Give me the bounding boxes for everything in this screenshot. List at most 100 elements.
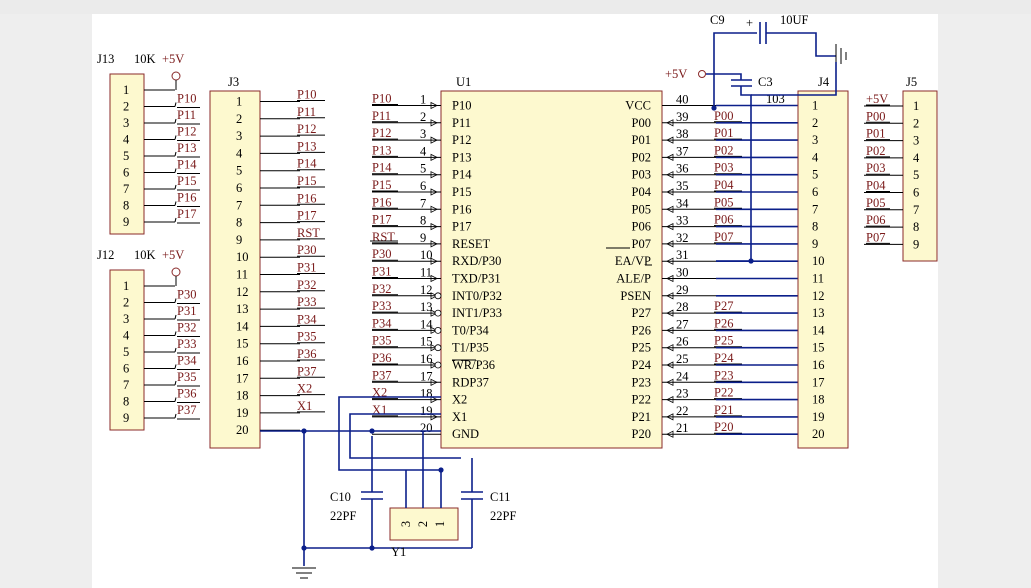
net-label: RST <box>372 230 395 244</box>
io-arrow <box>666 136 674 144</box>
left-pin-number: 1 <box>420 93 426 107</box>
pin-number: 8 <box>236 216 242 230</box>
left-pin-number: 15 <box>420 335 433 349</box>
right-pin-number: 39 <box>676 110 689 124</box>
net-label: P30 <box>177 288 196 302</box>
cap-value: 10UF <box>780 14 809 27</box>
io-arrow <box>666 257 674 265</box>
pin-number: 12 <box>812 289 825 303</box>
net-label: P34 <box>297 312 317 326</box>
pin-number: 6 <box>123 166 129 180</box>
input-arrow <box>430 326 438 335</box>
net-label: P05 <box>714 195 733 209</box>
io-arrow <box>666 361 674 369</box>
cap-value: 22PF <box>330 509 356 523</box>
right-pin-name: P01 <box>632 133 651 147</box>
right-pin-name: P02 <box>632 150 651 164</box>
input-arrow <box>430 309 438 317</box>
supply-pin <box>171 71 181 81</box>
pin-number: 18 <box>812 393 825 407</box>
pin-number: 19 <box>236 406 249 420</box>
right-pin-name: P00 <box>632 116 651 130</box>
net-label: P25 <box>714 334 733 348</box>
resistor-lead <box>174 102 177 107</box>
io-arrow <box>666 395 674 404</box>
net-label: P27 <box>714 299 733 313</box>
net-label: P01 <box>866 127 885 141</box>
right-pin-name: P24 <box>632 358 652 372</box>
cap-ref: C11 <box>490 490 510 504</box>
right-pin-number: 27 <box>676 317 689 331</box>
resistor-lead <box>174 217 177 223</box>
cap-value: 22PF <box>490 509 516 523</box>
pin-number: 13 <box>812 306 825 320</box>
input-arrow <box>430 274 438 283</box>
left-pin-number: 4 <box>420 144 427 158</box>
resistor-lead <box>174 413 177 419</box>
net-label: P16 <box>372 195 391 209</box>
left-pin-number: 8 <box>420 214 426 228</box>
right-pin-name: P03 <box>632 168 651 182</box>
pin-number: 3 <box>812 133 818 147</box>
io-arrow <box>666 205 674 213</box>
right-pin-name: P05 <box>632 202 651 216</box>
pin-number: 11 <box>812 272 824 286</box>
net-label: +5V <box>866 92 888 106</box>
left-pin-number: 16 <box>420 352 433 366</box>
net-label: P04 <box>866 179 886 193</box>
net-label: P16 <box>177 191 196 205</box>
net-label: P35 <box>372 334 391 348</box>
pin-number: 10 <box>236 250 249 264</box>
net-label: P02 <box>866 144 885 158</box>
inversion-bubble <box>434 344 442 352</box>
right-pin-name: PSEN <box>620 289 651 303</box>
resistor-value: 10K <box>134 248 156 262</box>
net-label: P17 <box>177 207 196 221</box>
net-label: P01 <box>714 126 733 140</box>
net-label: P07 <box>866 230 885 244</box>
right-pin-number: 25 <box>676 352 689 366</box>
io-arrow <box>666 413 674 421</box>
crystal-pin-number: 2 <box>416 521 430 527</box>
right-pin-name: P23 <box>632 375 651 389</box>
left-pin-name: P10 <box>452 99 471 113</box>
net-label: X2 <box>372 386 387 400</box>
pin-number: 6 <box>812 185 818 199</box>
input-arrow <box>430 344 438 352</box>
inversion-bubble <box>434 361 442 369</box>
net-label: P36 <box>297 347 316 361</box>
pin-number: 3 <box>123 116 129 130</box>
pin-number: 18 <box>236 389 249 403</box>
resistor-lead <box>174 151 177 157</box>
net-label: P12 <box>297 122 316 136</box>
pin-number: 3 <box>123 312 129 326</box>
left-pin-name: T0/P34 <box>452 323 490 337</box>
net-label: P34 <box>372 316 392 330</box>
net-label: P10 <box>177 92 196 106</box>
left-pin-number: 5 <box>420 162 426 176</box>
net-label: P13 <box>177 141 196 155</box>
io-arrow <box>666 309 674 317</box>
input-arrow <box>430 205 438 213</box>
resistor-value: 10K <box>134 52 156 66</box>
pin-number: 17 <box>812 375 825 389</box>
resistor-lead <box>174 118 177 124</box>
net-label: P15 <box>297 174 316 188</box>
net-label: P33 <box>372 299 391 313</box>
right-pin-number: 40 <box>676 93 689 107</box>
input-arrow <box>430 395 438 404</box>
input-arrow <box>430 413 438 421</box>
pin-number: 16 <box>812 358 825 372</box>
pin-number: 4 <box>236 146 243 160</box>
pin-number: 16 <box>236 354 249 368</box>
right-pin-number: 28 <box>676 300 689 314</box>
left-pin-name: P13 <box>452 150 471 164</box>
net-label: P03 <box>714 161 733 175</box>
mcu-body <box>440 90 663 449</box>
pin-number: 2 <box>123 100 129 114</box>
pin-number: 15 <box>236 337 249 351</box>
left-pin-name: P15 <box>452 185 471 199</box>
